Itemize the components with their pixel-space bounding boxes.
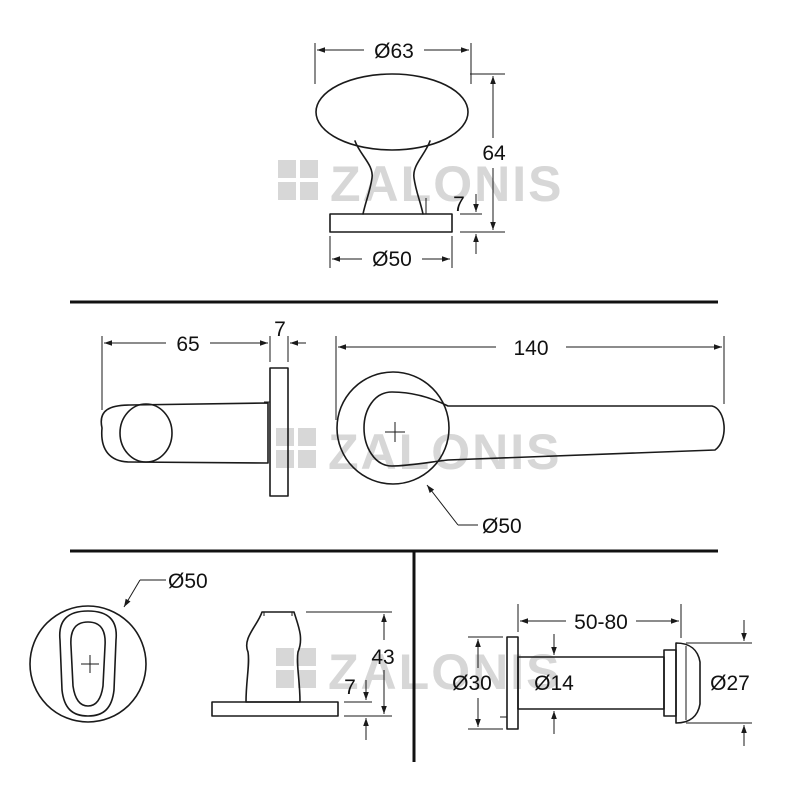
turn-front-grip-inner bbox=[70, 621, 106, 707]
viewer-head bbox=[675, 642, 701, 724]
lever-side-view: 65 7 bbox=[100, 318, 306, 497]
knob-neck-right bbox=[413, 140, 431, 215]
knob-rose bbox=[329, 213, 453, 233]
lever-front-handle bbox=[363, 391, 725, 467]
watermark-brand-text: ZALONIS bbox=[328, 424, 561, 480]
lever-length-label: 140 bbox=[513, 337, 548, 360]
knob-width-label: Ø63 bbox=[374, 40, 414, 63]
knob-view: Ø63 64 7 Ø50 bbox=[314, 40, 506, 271]
zalonis-logo-mark bbox=[276, 428, 316, 468]
knob-head bbox=[315, 73, 469, 151]
watermark-brand-text: ZALONIS bbox=[328, 644, 561, 700]
viewer-tube-diameter-label: Ø14 bbox=[534, 672, 574, 695]
lever-projection-label: 65 bbox=[176, 333, 199, 356]
knob-rose-diameter-label: Ø50 bbox=[372, 248, 412, 271]
turn-rose-diameter-label: Ø50 bbox=[168, 570, 208, 593]
lever-side-rose bbox=[269, 367, 289, 497]
zalonis-logo-mark bbox=[278, 160, 318, 200]
viewer-length-label: 50-80 bbox=[574, 611, 628, 634]
viewer-back-rose-diameter-label: Ø30 bbox=[452, 672, 492, 695]
turn-side-rose bbox=[211, 701, 339, 717]
turn-front-rose bbox=[29, 605, 147, 723]
viewer-head-diameter-label: Ø27 bbox=[710, 672, 750, 695]
turn-side-view: 43 7 bbox=[211, 611, 395, 740]
turn-rose-thickness-label: 7 bbox=[344, 676, 356, 699]
knob-neck-left bbox=[354, 140, 373, 215]
turn-side-grip bbox=[245, 611, 302, 703]
lever-side-grip bbox=[100, 402, 269, 464]
lever-front-rose bbox=[336, 371, 450, 485]
lever-front-view: 140 Ø50 bbox=[335, 336, 725, 538]
lever-side-end bbox=[119, 403, 173, 463]
lever-rose-thickness-label: 7 bbox=[274, 318, 286, 341]
knob-rose-thickness-label: 7 bbox=[453, 193, 465, 216]
zalonis-logo-mark bbox=[276, 648, 316, 688]
watermark-bottom: ZALONIS bbox=[276, 644, 561, 700]
watermark-middle: ZALONIS bbox=[276, 424, 561, 480]
viewer-collar bbox=[663, 649, 677, 717]
lever-rose-diameter-label: Ø50 bbox=[482, 515, 522, 538]
turn-front-grip bbox=[59, 610, 117, 717]
knob-height-label: 64 bbox=[482, 142, 506, 165]
viewer-side-view: 50-80 Ø30 Ø14 Ø27 bbox=[452, 604, 752, 746]
turn-front-view: Ø50 bbox=[29, 570, 208, 723]
turn-height-label: 43 bbox=[371, 646, 394, 669]
